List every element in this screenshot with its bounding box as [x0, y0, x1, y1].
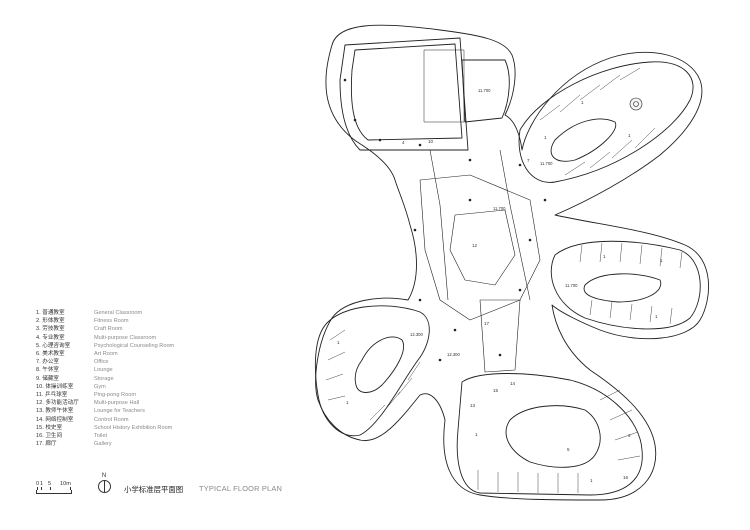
legend-label-en: Toilet — [94, 433, 108, 440]
scale-label: 0 — [36, 481, 40, 487]
room-number: 1 — [660, 258, 663, 263]
legend-label-zh: 5. 心理咨询室 — [36, 342, 71, 349]
legend-label-zh: 6. 美术教室 — [36, 351, 65, 358]
room-number: 1 — [581, 100, 584, 105]
legend-label-en: Multi-purpose Hall — [94, 400, 140, 407]
level-mark: 11.700 — [565, 283, 578, 288]
legend-label-zh: 16. 卫生间 — [36, 433, 63, 440]
legend-item: 1. 普通教室 General Classroom — [36, 309, 174, 317]
legend-label-zh: 1. 普通教室 — [36, 310, 65, 316]
room-number: 1 — [603, 254, 606, 259]
legend-item: 4. 专业教室 Multi-purpose Classroom — [36, 334, 174, 342]
legend-label-zh: 10. 体操训练室 — [36, 383, 74, 390]
legend-label-en: Gym — [94, 383, 106, 390]
room-number: 14 — [510, 381, 516, 386]
scale-label: 10m — [60, 481, 71, 487]
legend-label-zh: 2. 形体教室 — [36, 318, 65, 325]
north-arrow-icon: N — [97, 473, 111, 495]
legend-label-en: Lounge for Teachers — [94, 408, 145, 415]
legend-item: 11. 乒乓球室 Ping-pong Room — [36, 391, 174, 399]
legend-item: 13. 教师午休室 Lounge for Teachers — [36, 407, 174, 415]
legend-item: 8. 午休室 Lounge — [36, 366, 174, 374]
building-outline — [315, 24, 709, 501]
legend-item: 15. 校史室 School History Exhibition Room — [36, 424, 174, 432]
legend-label-zh: 12. 多功能活动厅 — [36, 400, 79, 407]
scale-label: 5 — [48, 481, 52, 487]
legend-label-en: Multi-purpose Classroom — [94, 334, 157, 341]
legend-label-en: Fitness Room — [94, 318, 129, 325]
legend-label-en: Office — [94, 359, 109, 366]
room-number: 1 — [544, 135, 547, 140]
scale-label: 1 — [40, 481, 44, 487]
legend-label-zh: 8. 午休室 — [36, 367, 60, 374]
legend-item: 12. 多功能活动厅 Multi-purpose Hall — [36, 399, 174, 407]
level-mark: 12.300 — [410, 332, 423, 337]
legend-label-en: Control Room — [94, 416, 129, 423]
legend-item: 9. 储藏室 Storage — [36, 375, 174, 383]
north-label: N — [101, 473, 107, 479]
room-number: 13 — [470, 403, 476, 408]
legend-label-zh: 4. 专业教室 — [36, 334, 65, 341]
legend-label-zh: 15. 校史室 — [36, 424, 63, 431]
room-number: 17 — [484, 321, 490, 326]
room-number: 7 — [527, 158, 530, 163]
legend-label-en: Ping-pong Room — [94, 392, 136, 399]
legend-label-zh: 13. 教师午休室 — [36, 408, 74, 415]
legend-item: 10. 体操训练室 Gym — [36, 383, 174, 391]
room-number: 16 — [623, 475, 629, 480]
legend-item: 5. 心理咨询室 Psychological Counseling Room — [36, 342, 174, 350]
legend-label-en: General Classroom — [94, 310, 143, 316]
legend-label-zh: 3. 劳技教室 — [36, 326, 65, 333]
room-number: 10 — [428, 139, 434, 144]
room-number: 1 — [346, 400, 349, 405]
plan-title-en: TYPICAL FLOOR PLAN — [199, 484, 283, 493]
legend-item: 7. 办公室 Office — [36, 358, 174, 366]
legend-label-en: Gallery — [94, 441, 112, 448]
legend-label-en: Art Room — [94, 351, 118, 358]
legend-label-en: School History Exhibition Room — [94, 424, 173, 431]
room-number: 4 — [402, 140, 405, 145]
room-number: 1 — [475, 432, 478, 437]
level-mark: 11.700 — [493, 206, 506, 211]
level-mark: 11.700 — [478, 88, 491, 93]
room-number: 12 — [472, 243, 478, 248]
scale-bar: 0 1 5 10m — [36, 481, 76, 494]
legend-label-zh: 17. 廊厅 — [36, 441, 57, 448]
level-mark: 11.700 — [540, 161, 553, 166]
legend-label-en: Psychological Counseling Room — [94, 342, 175, 349]
room-number: 3 — [628, 433, 631, 438]
legend-label-zh: 11. 乒乓球室 — [36, 392, 68, 399]
room-number: 1 — [337, 340, 340, 345]
room-number: 1 — [590, 478, 593, 483]
room-number: 5 — [567, 447, 570, 452]
legend-item: 6. 美术教室 Art Room — [36, 350, 174, 358]
room-number: 15 — [493, 388, 499, 393]
legend-label-zh: 7. 办公室 — [36, 359, 60, 366]
room-number: 1 — [628, 133, 631, 138]
legend-item: 14. 网络控制室 Control Room — [36, 416, 174, 424]
legend-item: 17. 廊厅 Gallery — [36, 440, 174, 448]
legend-label-zh: 14. 网络控制室 — [36, 416, 74, 423]
legend-label-en: Lounge — [94, 367, 113, 374]
legend-label-en: Craft Room — [94, 326, 123, 333]
plan-title-zh: 小学标准层平面图 — [124, 485, 184, 494]
room-legend: 1. 普通教室 General Classroom 2. 形体教室 Fitness R… — [36, 309, 174, 448]
legend-item: 16. 卫生间 Toilet — [36, 432, 174, 440]
level-mark: 12.300 — [447, 352, 460, 357]
room-number: 1 — [655, 314, 658, 319]
legend-label-en: Storage — [94, 375, 114, 382]
legend-item: 3. 劳技教室 Craft Room — [36, 325, 174, 333]
legend-item: 2. 形体教室 Fitness Room — [36, 317, 174, 325]
legend-label-zh: 9. 储藏室 — [36, 375, 60, 382]
